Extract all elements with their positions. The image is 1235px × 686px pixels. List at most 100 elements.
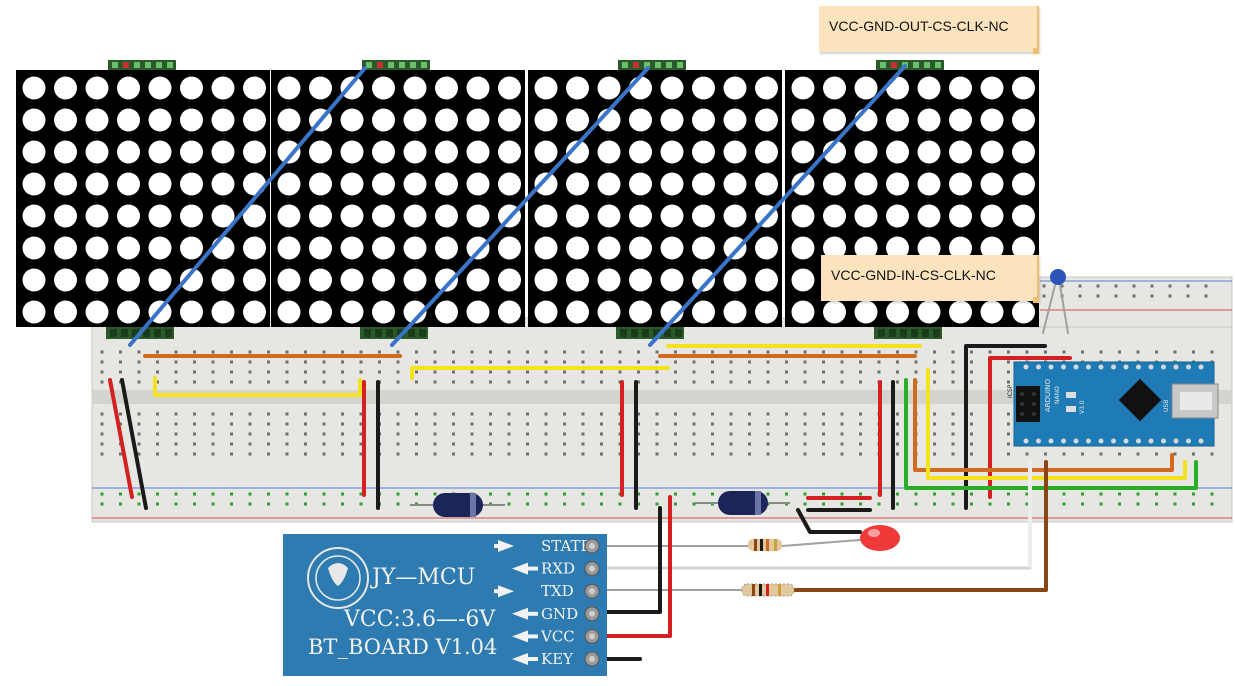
led-dot <box>949 204 972 228</box>
led-dot <box>243 108 266 132</box>
led-dot <box>723 236 747 260</box>
led-dot <box>949 172 972 196</box>
led-dot <box>692 236 715 260</box>
led-dot <box>403 236 427 260</box>
led-dot <box>180 140 203 164</box>
led-dot <box>372 76 395 100</box>
led-dot <box>466 236 490 260</box>
led-dot <box>340 108 364 132</box>
led-dot <box>755 300 778 324</box>
led-dot <box>372 172 395 196</box>
led-dot <box>1012 300 1035 324</box>
led-dot <box>1012 204 1035 228</box>
bt-pin-state: STATE <box>494 537 600 555</box>
led-dot <box>148 268 172 292</box>
led-dot <box>148 108 172 132</box>
led-dot <box>211 140 235 164</box>
led-dot <box>854 236 878 260</box>
led-dot <box>180 204 203 228</box>
led-dot <box>723 204 747 228</box>
led-dot <box>277 268 301 292</box>
led-dot <box>498 236 521 260</box>
led-dot <box>566 236 589 260</box>
led-dot <box>854 300 878 324</box>
led-dot <box>755 108 778 132</box>
led-dot <box>466 108 490 132</box>
led-dot <box>466 268 490 292</box>
led-dot <box>854 204 878 228</box>
led-dot <box>597 204 621 228</box>
led-dot <box>403 300 427 324</box>
led-dot <box>54 268 77 292</box>
led-dot <box>340 236 364 260</box>
led-dot <box>755 236 778 260</box>
led-dot <box>980 108 1004 132</box>
led-dot <box>566 172 589 196</box>
led-dot <box>917 204 941 228</box>
led-dot <box>629 140 652 164</box>
led-dot <box>917 172 941 196</box>
led-dot <box>340 76 364 100</box>
led-dot <box>629 300 652 324</box>
led-dot <box>117 268 140 292</box>
led-dot <box>180 236 203 260</box>
led-dot <box>823 300 846 324</box>
led-dot <box>243 76 266 100</box>
led-dot <box>22 108 46 132</box>
led-dot <box>791 108 815 132</box>
bt-pin-label: VCC <box>540 627 575 645</box>
led-dot <box>243 268 266 292</box>
led-dot <box>54 108 77 132</box>
led-dot <box>435 204 458 228</box>
wire-red-1 <box>108 378 134 499</box>
bt-pin-label: RXD <box>541 560 575 578</box>
led-dot <box>85 300 109 324</box>
led-dot <box>22 140 46 164</box>
led-dot <box>148 76 172 100</box>
led-dot <box>85 76 109 100</box>
led-dot <box>597 300 621 324</box>
led-dot <box>466 204 490 228</box>
bt-pin-label: STATE <box>541 537 591 555</box>
led-dot <box>823 76 846 100</box>
wire-red-arduino <box>988 356 1072 499</box>
led-dot <box>435 140 458 164</box>
led-dot <box>823 204 846 228</box>
led-dot <box>117 108 140 132</box>
led-dot <box>211 236 235 260</box>
led-dot <box>886 140 909 164</box>
wire-brown <box>793 460 1048 592</box>
led-dot <box>886 108 909 132</box>
led-dot <box>340 204 364 228</box>
led-dot <box>917 108 941 132</box>
bt-pin-label: KEY <box>541 650 574 668</box>
wire-blue-2 <box>390 66 650 347</box>
led-dot <box>534 76 558 100</box>
led-matrix-3 <box>528 60 782 339</box>
led-dot <box>597 268 621 292</box>
led-dot <box>723 172 747 196</box>
bluetooth-module: JY—MCU VCC:3.6—-6V BT_BOARD V1.04 STATER… <box>283 534 607 676</box>
usb-label: USB <box>1163 400 1170 412</box>
led-dot <box>22 76 46 100</box>
led-dot <box>755 268 778 292</box>
led-dot <box>243 236 266 260</box>
led-dot <box>243 140 266 164</box>
led-dot <box>791 300 815 324</box>
led-dot <box>949 108 972 132</box>
led-dot <box>629 76 652 100</box>
led-dot <box>466 140 490 164</box>
led-dot <box>372 108 395 132</box>
led-dot <box>148 172 172 196</box>
led-dot <box>692 204 715 228</box>
led-dot <box>723 268 747 292</box>
wire-green <box>904 378 1198 490</box>
led-dot <box>309 300 332 324</box>
led-dot <box>534 140 558 164</box>
capacitor-1 <box>410 493 505 517</box>
led-dot <box>54 76 77 100</box>
bt-pin-label: GND <box>541 605 578 623</box>
led-dot <box>566 76 589 100</box>
led-dot <box>660 236 684 260</box>
led-dot <box>117 172 140 196</box>
